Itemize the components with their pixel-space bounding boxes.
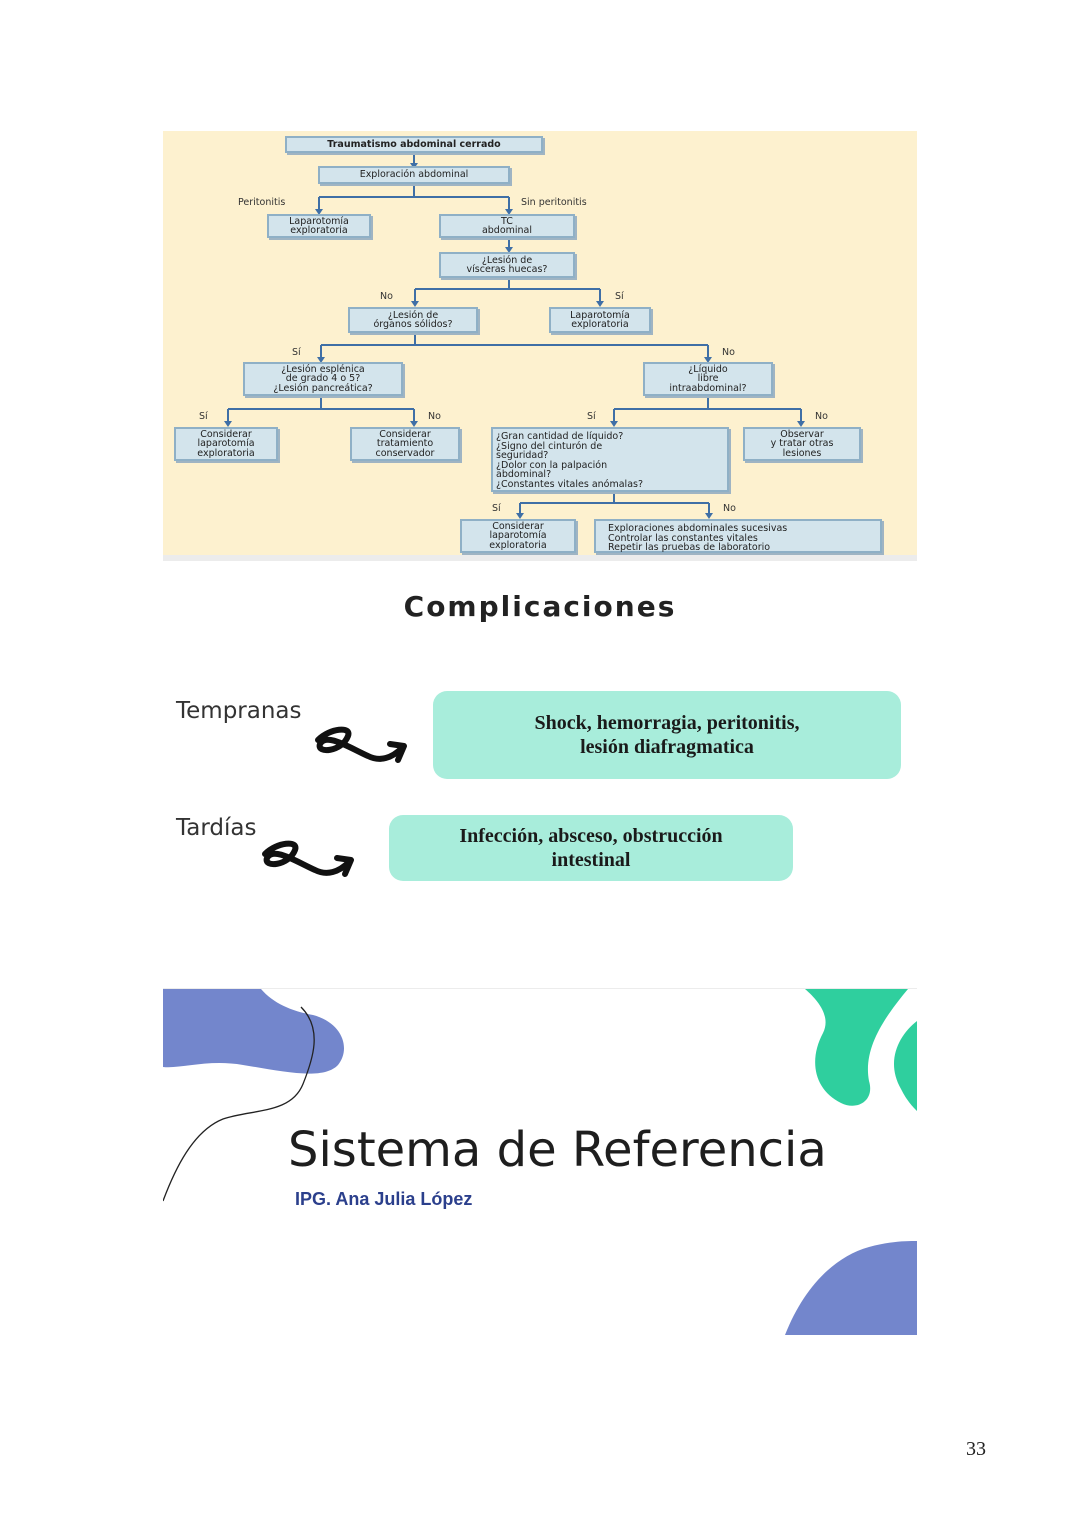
flow-box-tc-abdominal: TC abdominal	[439, 214, 575, 238]
flow-label-no: No	[815, 411, 828, 422]
slide-author: IPG. Ana Julia López	[295, 1189, 473, 1209]
flow-box-tratamiento-conservador: Considerar tratamiento conservador	[350, 427, 460, 461]
flow-box-observar: Observar y tratar otras lesiones	[743, 427, 861, 461]
flow-box-liquido-libre: ¿Líquido libre intraabdominal?	[643, 362, 773, 396]
tardias-label: Tardías	[176, 815, 257, 841]
flow-label-sin-peritonitis: Sin peritonitis	[521, 197, 587, 208]
flow-box-visceras-huecas: ¿Lesión de vísceras huecas?	[439, 252, 575, 278]
flow-label-si: Sí	[199, 411, 208, 422]
flow-label-no: No	[428, 411, 441, 422]
flowchart-image: Traumatismo abdominal cerrado Exploració…	[163, 131, 917, 561]
flow-label-si: Sí	[492, 503, 501, 514]
flow-label-si: Sí	[292, 347, 301, 358]
flow-label-no: No	[722, 347, 735, 358]
flow-box-organos-solidos: ¿Lesión de órganos sólidos?	[348, 307, 478, 333]
curly-arrow-icon	[315, 726, 407, 763]
tempranas-box: Shock, hemorragia, peritonitis, lesión d…	[433, 691, 901, 779]
section-title: Complicaciones	[403, 590, 677, 623]
flow-label-no: No	[380, 291, 393, 302]
flowchart-border	[163, 555, 917, 561]
flowchart-connectors	[224, 153, 805, 519]
tardias-box: Infección, absceso, obstrucción intestin…	[389, 815, 793, 881]
flow-box-exploraciones-sucesivas: Exploraciones abdominales sucesivas Cont…	[594, 519, 882, 553]
page-number: 33	[966, 1438, 986, 1460]
flow-box-lesion-esplenica: ¿Lesión esplénica de grado 4 o 5? ¿Lesió…	[243, 362, 403, 396]
flow-box-considerar-laparotomia-1: Considerar laparotomía exploratoria	[174, 427, 278, 461]
flow-box-exploracion: Exploración abdominal	[318, 166, 510, 184]
flow-box-considerar-laparotomia-2: Considerar laparotomía exploratoria	[460, 519, 576, 553]
curly-arrow-icon	[262, 840, 354, 877]
flow-box-laparotomia-1: Laparotomía exploratoria	[267, 214, 371, 238]
flow-label-si: Sí	[615, 291, 624, 302]
slide-title: Sistema de Referencia	[288, 1122, 827, 1178]
slide-decoration	[163, 989, 917, 1335]
tempranas-label: Tempranas	[176, 698, 302, 724]
flow-label-peritonitis: Peritonitis	[238, 197, 286, 208]
slide-image: Sistema de Referencia IPG. Ana Julia Lóp…	[163, 988, 917, 1335]
flow-box-gran-cantidad: ¿Gran cantidad de líquido? ¿Signo del ci…	[491, 427, 729, 492]
flow-box-start: Traumatismo abdominal cerrado	[285, 136, 543, 153]
flow-box-laparotomia-2: Laparotomía exploratoria	[549, 307, 651, 333]
flow-label-no: No	[723, 503, 736, 514]
flow-label-si: Sí	[587, 411, 596, 422]
